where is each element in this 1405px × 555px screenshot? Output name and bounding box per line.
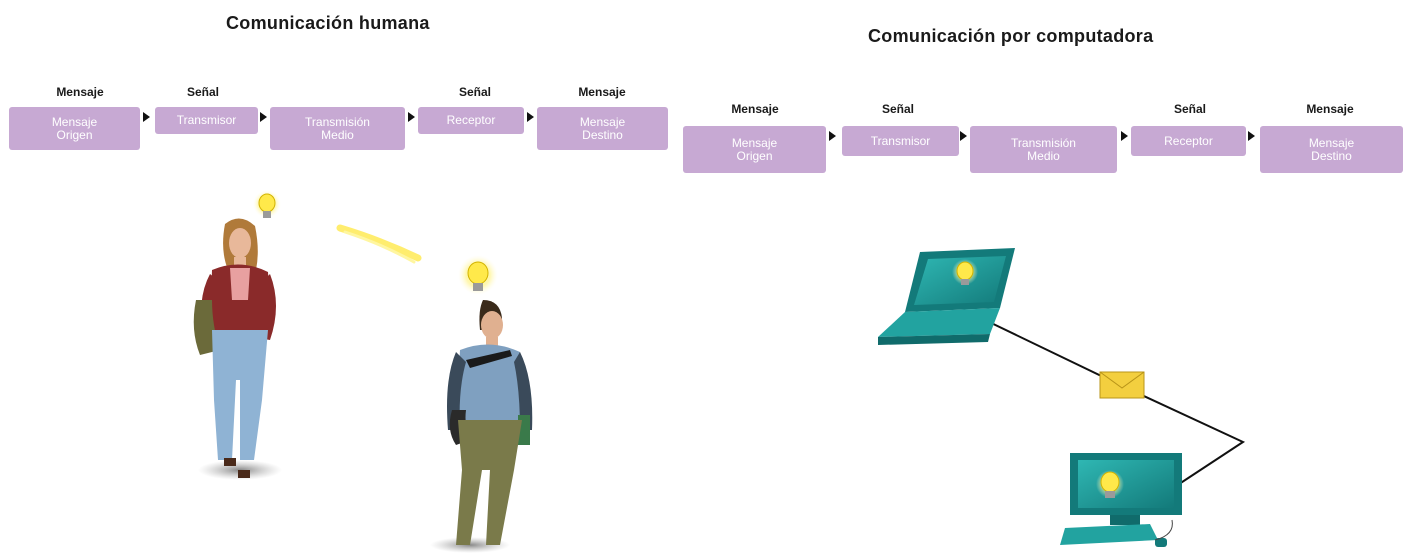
human-label-senal-receptor: Señal [458, 85, 491, 99]
box-line: Origen [736, 148, 773, 163]
flow-arrow [260, 112, 267, 122]
flow-arrow [143, 112, 150, 122]
human-box-receptor: Receptor [418, 107, 524, 134]
lightbulb-icon [253, 190, 281, 218]
box-line: Mensaje [579, 114, 626, 129]
box-line: Destino [1311, 148, 1352, 163]
box-line: Mensaje [1308, 135, 1355, 150]
box-line: Medio [321, 127, 354, 142]
laptop-icon [878, 248, 1015, 345]
box-line: Transmisor [870, 133, 931, 148]
flow-arrow [960, 131, 967, 141]
computer-diagram-title: Comunicación por computadora [868, 26, 1154, 46]
signal-streak [336, 224, 422, 264]
computer-label-mensaje-origen: Mensaje [731, 102, 779, 116]
woman-figure [193, 218, 282, 480]
lightbulb-icon [458, 255, 498, 295]
box-line: Medio [1027, 148, 1060, 163]
computer-label-senal-transmisor: Señal [881, 102, 914, 116]
box-line: Transmisión [1011, 135, 1076, 150]
network-link [984, 319, 1246, 491]
flow-arrow [527, 112, 534, 122]
human-label-mensaje-destino: Mensaje [578, 85, 626, 99]
computer-box-transmisor: Transmisor [842, 126, 959, 156]
computer-box-transmision-medio: Transmisión Medio [970, 126, 1117, 173]
flow-arrow [408, 112, 415, 122]
human-box-mensaje-destino: Mensaje Destino [537, 107, 668, 150]
flow-arrow [1121, 131, 1128, 141]
human-box-mensaje-origen: Mensaje Origen [9, 107, 140, 150]
flow-arrow [1248, 131, 1255, 141]
human-diagram-title: Comunicación humana [226, 13, 430, 33]
computer-label-mensaje-destino: Mensaje [1306, 102, 1354, 116]
envelope-icon [1099, 371, 1145, 399]
box-line: Transmisión [305, 114, 370, 129]
flow-arrow [829, 131, 836, 141]
box-line: Receptor [446, 113, 496, 127]
computer-box-receptor: Receptor [1131, 126, 1246, 156]
man-figure [430, 300, 533, 553]
human-label-mensaje-origen: Mensaje [56, 85, 104, 99]
box-line: Mensaje [51, 114, 98, 129]
box-line: Receptor [1164, 133, 1213, 148]
box-line: Destino [582, 127, 623, 142]
human-box-transmisor: Transmisor [155, 107, 258, 134]
human-label-senal-transmisor: Señal [186, 85, 219, 99]
box-line: Transmisor [176, 113, 237, 127]
box-line: Mensaje [731, 135, 778, 150]
desktop-computer-icon [1060, 453, 1182, 547]
computer-box-mensaje-origen: Mensaje Origen [683, 126, 826, 173]
computer-box-mensaje-destino: Mensaje Destino [1260, 126, 1403, 173]
box-line: Origen [56, 127, 93, 142]
computer-label-senal-receptor: Señal [1173, 102, 1206, 116]
human-box-transmision-medio: Transmisión Medio [270, 107, 405, 150]
